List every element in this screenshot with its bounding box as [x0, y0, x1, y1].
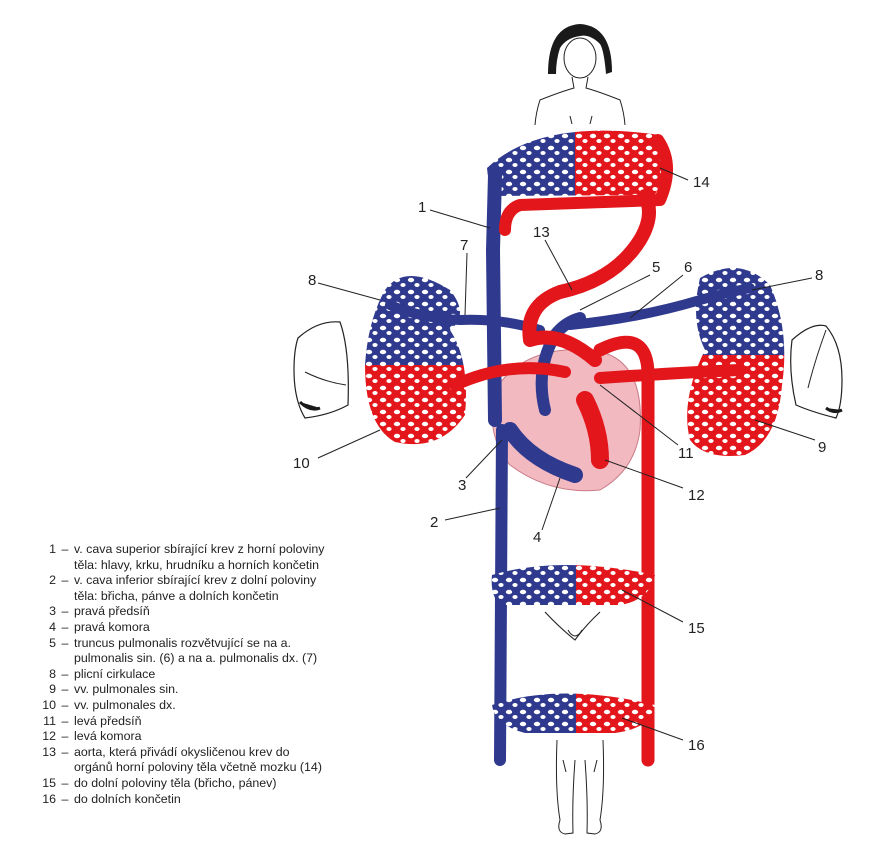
- callout-5: 5: [652, 259, 660, 276]
- legend-number: 15: [38, 776, 56, 792]
- callout-8-left: 8: [815, 267, 823, 284]
- legend-number: 11: [38, 714, 56, 730]
- legend-dash: –: [56, 620, 74, 636]
- legend-dash: –: [56, 667, 74, 683]
- callout-12: 12: [688, 487, 705, 504]
- legend-text: plicní cirkulace: [74, 667, 398, 683]
- legend-number: 4: [38, 620, 56, 636]
- legend-dash: –: [56, 745, 74, 761]
- legend: 1–v. cava superior sbírající krev z horn…: [38, 542, 398, 807]
- callout-2: 2: [430, 514, 438, 531]
- callout-16: 16: [688, 737, 705, 754]
- lung-outline-left: [294, 322, 348, 418]
- callout-9: 9: [818, 439, 826, 456]
- legend-text: vv. pulmonales sin.: [74, 682, 398, 698]
- legend-continuation: orgánů horní poloviny těla včetně mozku …: [38, 760, 398, 776]
- capillary-bed-lower-body: [488, 552, 661, 640]
- callout-11: 11: [678, 445, 694, 462]
- callout-7: 7: [460, 237, 468, 254]
- legend-number: 2: [38, 573, 56, 589]
- callout-1: 1: [418, 199, 426, 216]
- legend-row: 11–levá předsíň: [38, 714, 398, 730]
- callout-10: 10: [293, 455, 310, 472]
- legend-continuation: těla: břicha, pánve a dolních končetin: [38, 589, 398, 605]
- legend-text: do dolních končetin: [74, 792, 398, 808]
- callout-3: 3: [458, 477, 466, 494]
- legend-row: 2–v. cava inferior sbírající krev z doln…: [38, 573, 398, 589]
- legs-figure: [556, 740, 603, 834]
- legend-number: 10: [38, 698, 56, 714]
- legend-dash: –: [56, 636, 74, 652]
- capillary-bed-left-lung: [675, 250, 795, 465]
- legend-row: 12–levá komora: [38, 729, 398, 745]
- legend-continuation: těla: hlavy, krku, hrudníku a horních ko…: [38, 558, 398, 574]
- legend-continuation: pulmonalis sin. (6) a na a. pulmonalis d…: [38, 651, 398, 667]
- legend-dash: –: [56, 698, 74, 714]
- legend-dash: –: [56, 729, 74, 745]
- legend-dash: –: [56, 682, 74, 698]
- legend-number: 1: [38, 542, 56, 558]
- legend-row: 16–do dolních končetin: [38, 792, 398, 808]
- legend-text: levá komora: [74, 729, 398, 745]
- legend-number: 8: [38, 667, 56, 683]
- legend-number: 9: [38, 682, 56, 698]
- legend-number: 16: [38, 792, 56, 808]
- legend-row: 3–pravá předsíň: [38, 604, 398, 620]
- legend-row: 9–vv. pulmonales sin.: [38, 682, 398, 698]
- legend-text: pravá předsíň: [74, 604, 398, 620]
- legend-dash: –: [56, 573, 74, 589]
- legend-text: pravá komora: [74, 620, 398, 636]
- callout-6: 6: [684, 259, 692, 276]
- callout-14: 14: [693, 174, 710, 191]
- legend-dash: –: [56, 542, 74, 558]
- legend-dash: –: [56, 776, 74, 792]
- capillary-bed-legs: [488, 680, 661, 740]
- legend-text: v. cava inferior sbírající krev z dolní …: [74, 573, 398, 589]
- legend-text: v. cava superior sbírající krev z horní …: [74, 542, 398, 558]
- legend-row: 13–aorta, která přivádí okysličenou krev…: [38, 745, 398, 761]
- legend-text: truncus pulmonalis rozvětvující se na a.: [74, 636, 398, 652]
- legend-dash: –: [56, 604, 74, 620]
- legend-row: 15–do dolní poloviny těla (břicho, pánev…: [38, 776, 398, 792]
- legend-row: 5–truncus pulmonalis rozvětvující se na …: [38, 636, 398, 652]
- callout-4: 4: [533, 529, 541, 546]
- legend-number: 12: [38, 729, 56, 745]
- callout-8-right: 8: [308, 272, 316, 289]
- legend-row: 4–pravá komora: [38, 620, 398, 636]
- legend-text: aorta, která přivádí okysličenou krev do: [74, 745, 398, 761]
- lung-outline-right: [791, 325, 842, 418]
- legend-text: do dolní poloviny těla (břicho, pánev): [74, 776, 398, 792]
- legend-number: 3: [38, 604, 56, 620]
- legend-text: levá předsíň: [74, 714, 398, 730]
- legend-row: 10–vv. pulmonales dx.: [38, 698, 398, 714]
- callout-13: 13: [533, 224, 550, 241]
- legend-row: 8–plicní cirkulace: [38, 667, 398, 683]
- woman-figure-top: [535, 24, 625, 125]
- callout-15: 15: [688, 620, 705, 637]
- capillary-bed-right-lung: [360, 255, 480, 460]
- venous-vessels: [390, 175, 750, 760]
- legend-dash: –: [56, 714, 74, 730]
- legend-text: vv. pulmonales dx.: [74, 698, 398, 714]
- legend-number: 5: [38, 636, 56, 652]
- legend-number: 13: [38, 745, 56, 761]
- legend-dash: –: [56, 792, 74, 808]
- legend-row: 1–v. cava superior sbírající krev z horn…: [38, 542, 398, 558]
